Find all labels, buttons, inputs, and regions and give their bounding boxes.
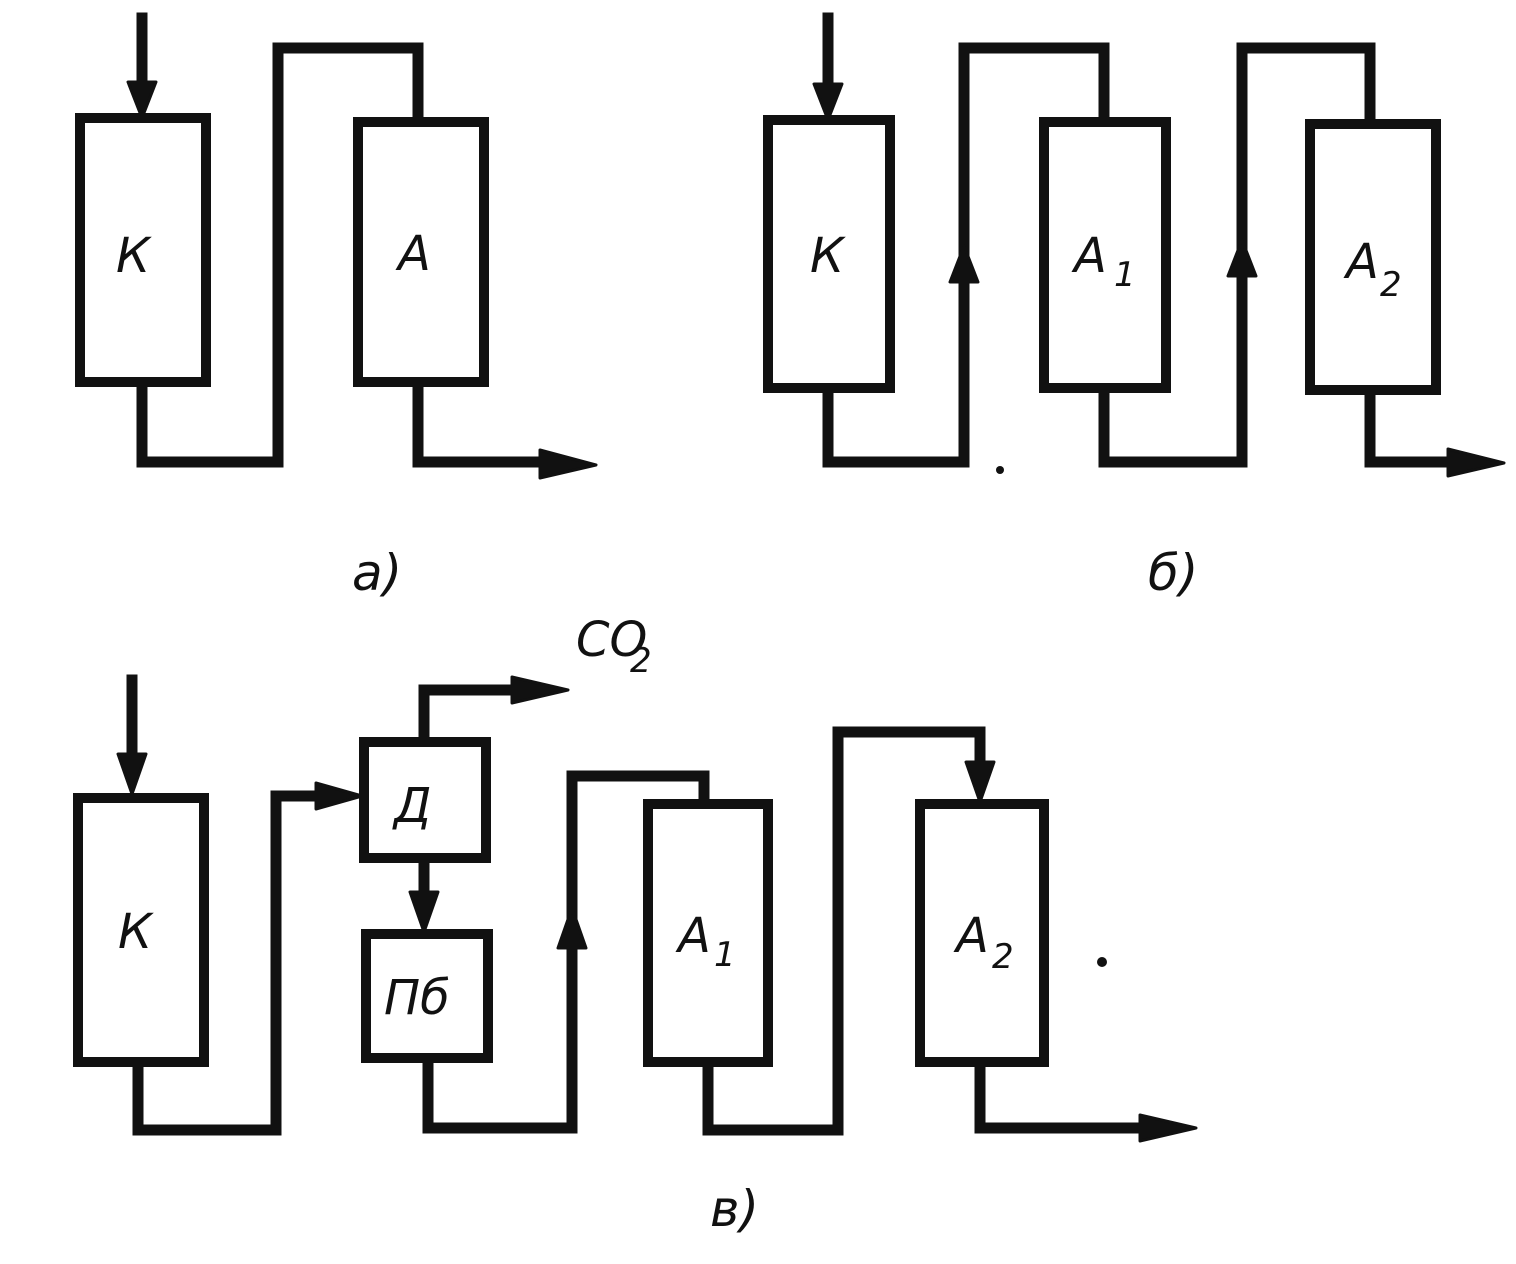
unit-pb-label: Пб <box>384 970 450 1026</box>
feed-arrow-c <box>116 752 148 796</box>
k-to-d-arrow <box>314 781 364 811</box>
column-a2-box-c <box>915 799 1049 1067</box>
co2-label: CO <box>576 612 647 668</box>
caption-c: в) <box>710 1180 759 1238</box>
column-a2-subscript-b: 2 <box>1380 265 1402 305</box>
diagram-c: К Д Пб А 1 А 2 CO 2 в) <box>73 612 1198 1238</box>
co2-vent-arrow <box>510 675 570 705</box>
column-a2-box-b <box>1305 119 1441 395</box>
diagram-a: К А а) <box>75 12 598 602</box>
column-a1-subscript-b: 1 <box>1114 255 1136 295</box>
outlet-line-a <box>412 376 561 468</box>
up-arrow-b2 <box>1226 238 1258 278</box>
a1-to-a2-line <box>702 726 986 1136</box>
column-k-box-c <box>73 793 209 1067</box>
column-a2-label-b: А <box>1343 234 1379 290</box>
diagram-b: К А 1 А 2 б) <box>763 12 1506 602</box>
column-a-box <box>353 117 489 387</box>
column-a2-label-c: А <box>953 908 989 964</box>
column-a2-subscript-c: 2 <box>992 937 1014 977</box>
co2-vent-line <box>418 684 528 748</box>
feed-arrow-a <box>126 80 158 120</box>
a2-inlet-arrow <box>964 760 996 804</box>
unit-pb-box <box>361 929 493 1063</box>
column-a1-label-c: А <box>675 908 711 964</box>
k-to-d-line <box>132 790 328 1136</box>
column-a-label: А <box>395 226 431 282</box>
outlet-arrow-c <box>1138 1113 1198 1143</box>
column-a1-label-b: А <box>1071 228 1107 284</box>
d-to-pb-arrow <box>408 890 440 934</box>
stray-dot-b <box>996 466 1004 474</box>
column-a1-box-b <box>1039 117 1171 393</box>
outlet-arrow-b <box>1446 447 1506 478</box>
up-arrow-b1 <box>948 244 980 284</box>
up-arrow-c1 <box>556 906 588 950</box>
outlet-arrow-a <box>538 448 598 480</box>
column-k-label-a: К <box>116 228 152 284</box>
k-to-a-line <box>136 42 424 468</box>
column-a1-box-c <box>643 799 773 1067</box>
column-k-box-b <box>763 115 895 393</box>
unit-d-label: Д <box>392 778 432 834</box>
caption-b: б) <box>1148 544 1198 602</box>
outlet-line-b <box>1364 382 1468 468</box>
column-k-label-c: К <box>118 904 154 960</box>
column-a1-subscript-c: 1 <box>714 935 736 975</box>
co2-subscript: 2 <box>630 641 652 681</box>
stray-dot-c <box>1097 957 1107 967</box>
outlet-line-c <box>974 1056 1156 1134</box>
pb-to-a1-line <box>422 770 710 1134</box>
feed-arrow-b <box>812 82 844 122</box>
caption-a: а) <box>352 544 402 602</box>
unit-d-box <box>359 737 491 863</box>
column-k-box-a <box>75 113 211 387</box>
column-k-label-b: К <box>810 228 846 284</box>
